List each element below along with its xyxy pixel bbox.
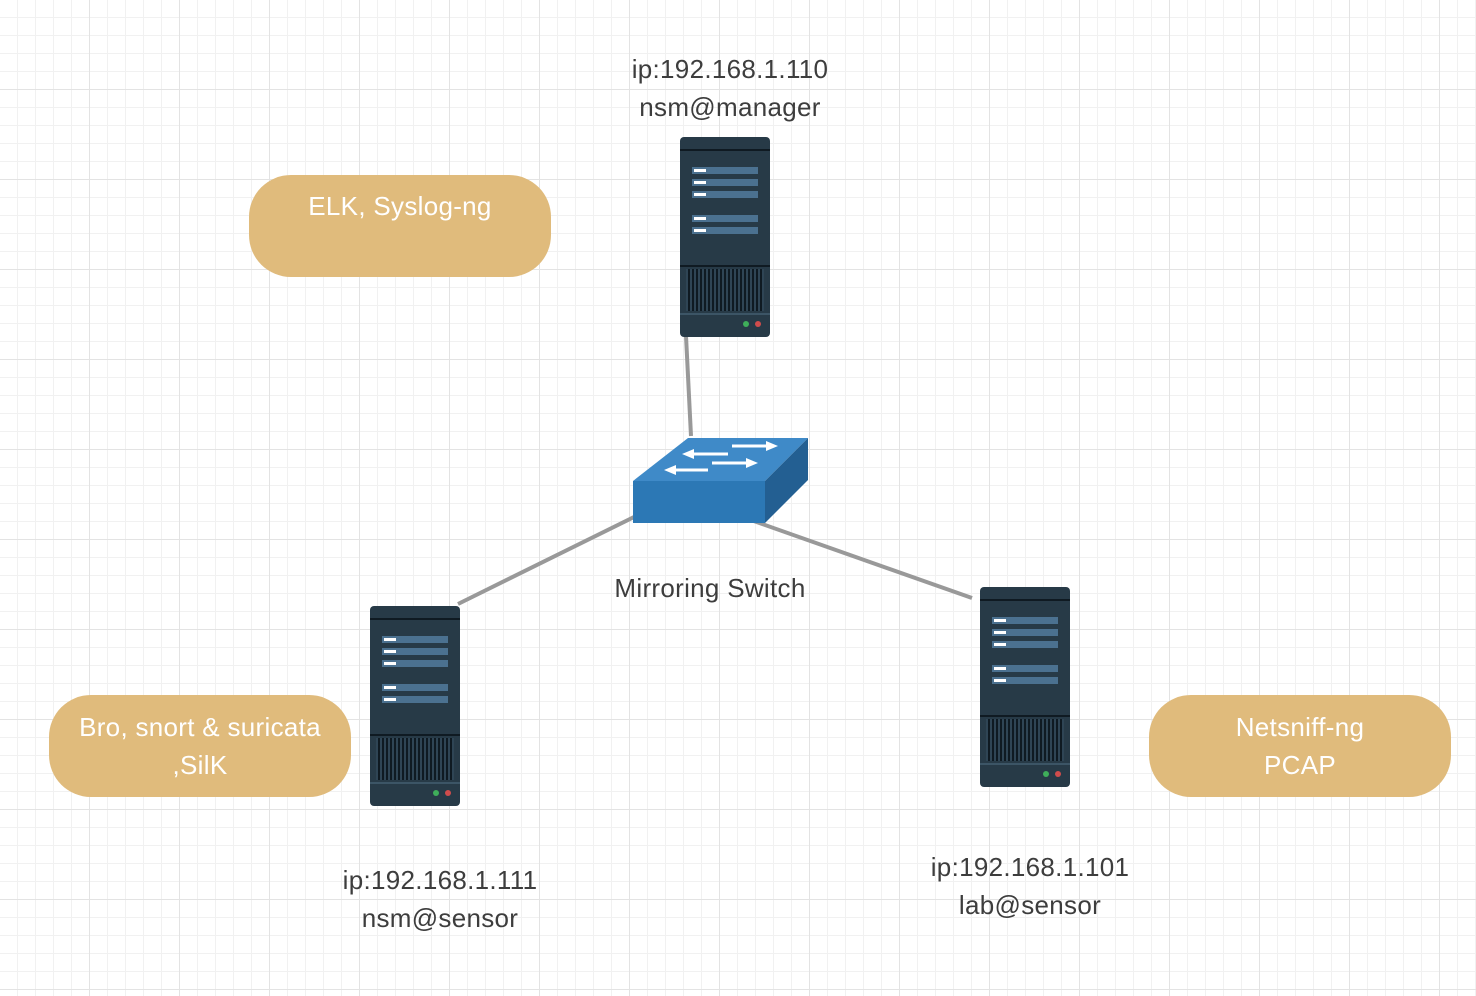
sensor-left-label: ip:192.168.1.111 nsm@sensor — [290, 861, 590, 937]
link-switch-sensor-right — [747, 517, 973, 600]
sensor-left-tools-pill: Bro, snort & suricata ,SilK — [49, 695, 351, 797]
sensor-left-tools-line-2: ,SilK — [172, 750, 228, 780]
sensor-left-user: nsm@sensor — [361, 903, 519, 933]
manager-tools-pill: ELK, Syslog-ng — [249, 175, 551, 277]
sensor-right-tools-pill: Netsniff-ng PCAP — [1149, 695, 1451, 797]
sensor-right-user: lab@sensor — [958, 890, 1102, 920]
manager-tools-line-1: ELK, Syslog-ng — [308, 191, 492, 221]
sensor-right-label: ip:192.168.1.101 lab@sensor — [880, 848, 1180, 924]
server-icon-sensor-right — [980, 587, 1070, 787]
sensor-right-ip: ip:192.168.1.101 — [930, 852, 1130, 882]
manager-label: ip:192.168.1.110 nsm@manager — [580, 50, 880, 126]
server-icon-manager — [680, 137, 770, 337]
sensor-right-tools-line-1: Netsniff-ng — [1235, 712, 1365, 742]
switch-name: Mirroring Switch — [614, 573, 806, 603]
switch-label: Mirroring Switch — [560, 569, 860, 607]
sensor-left-ip: ip:192.168.1.111 — [342, 865, 538, 895]
sensor-left-tools-line-1: Bro, snort & suricata — [79, 712, 321, 742]
manager-ip: ip:192.168.1.110 — [631, 54, 829, 84]
server-icon-sensor-left — [370, 606, 460, 806]
link-switch-sensor-left — [457, 514, 637, 606]
sensor-right-tools-line-2: PCAP — [1263, 750, 1336, 780]
network-switch-icon — [633, 438, 808, 523]
link-manager-switch — [684, 335, 693, 437]
manager-user: nsm@manager — [639, 92, 821, 122]
